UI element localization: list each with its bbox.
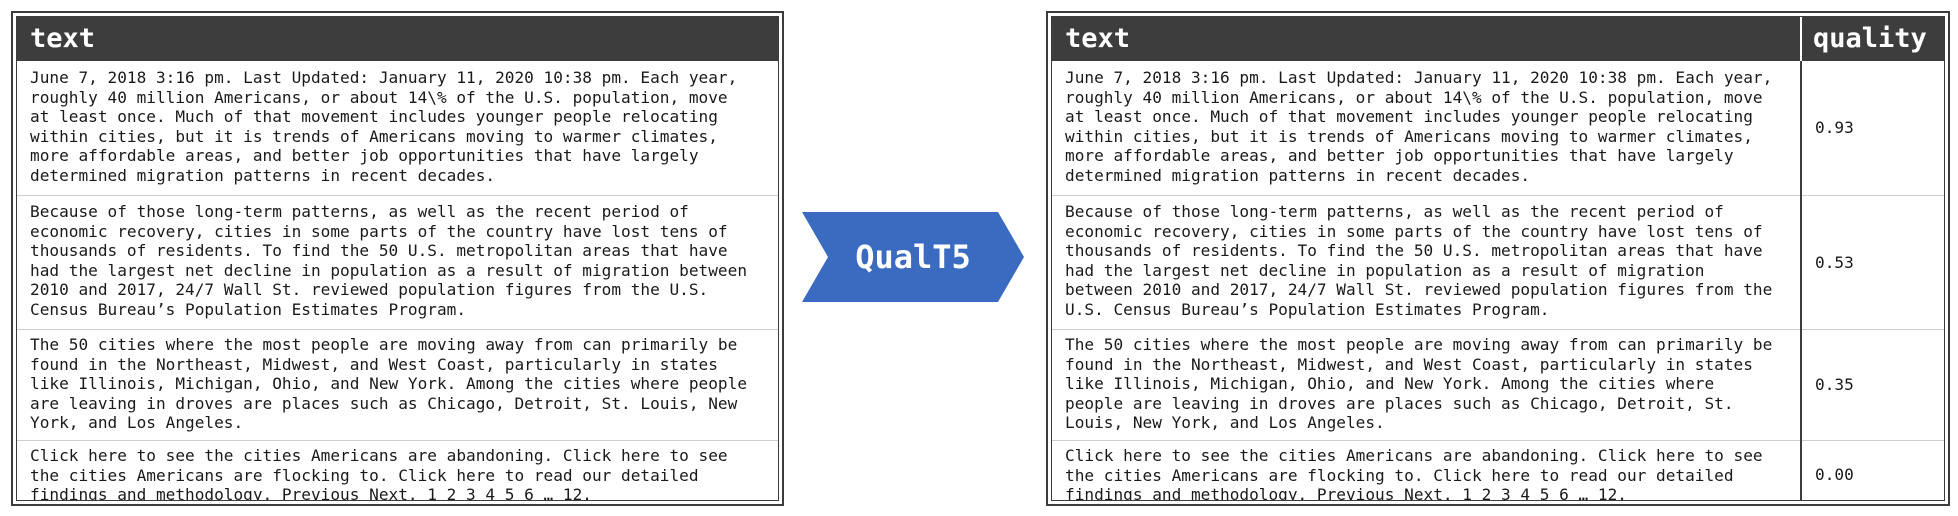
output-row: The 50 cities where the most people are … <box>1052 330 1944 440</box>
header-column-divider <box>1800 17 1802 61</box>
row-divider <box>1052 195 1800 196</box>
quality-score: 0.93 <box>1815 118 1854 137</box>
output-table-frame: text quality June 7, 2018 3:16 pm. Last … <box>1051 16 1945 501</box>
output-header-quality: quality <box>1813 23 1927 54</box>
quality-score: 0.00 <box>1815 465 1854 484</box>
model-label: QualT5 <box>855 238 971 276</box>
output-row: June 7, 2018 3:16 pm. Last Updated: Janu… <box>1052 61 1944 195</box>
row-divider <box>1802 329 1944 330</box>
row-divider <box>1052 440 1800 441</box>
quality-score: 0.35 <box>1815 375 1854 394</box>
output-table: text quality June 7, 2018 3:16 pm. Last … <box>1046 11 1950 506</box>
row-divider <box>17 329 778 330</box>
chevron-arrow-shape <box>802 212 1024 302</box>
input-table-frame: text June 7, 2018 3:16 pm. Last Updated:… <box>16 16 779 501</box>
row-divider <box>1802 195 1944 196</box>
input-row: The 50 cities where the most people are … <box>17 330 778 440</box>
input-row: June 7, 2018 3:16 pm. Last Updated: Janu… <box>17 61 778 195</box>
row-divider <box>17 195 778 196</box>
quality-score: 0.53 <box>1815 253 1854 272</box>
output-row-text: The 50 cities where the most people are … <box>1065 335 1773 433</box>
output-row: Because of those long-term patterns, as … <box>1052 196 1944 330</box>
input-table: text June 7, 2018 3:16 pm. Last Updated:… <box>11 11 784 506</box>
chevron-arrow-icon <box>802 212 1024 302</box>
input-row-text: June 7, 2018 3:16 pm. Last Updated: Janu… <box>30 68 738 185</box>
input-row: Because of those long-term patterns, as … <box>17 196 778 330</box>
row-divider <box>1052 329 1800 330</box>
input-row: Click here to see the cities Americans a… <box>17 441 778 501</box>
input-row-text: The 50 cities where the most people are … <box>30 335 748 433</box>
output-row-text: Click here to see the cities Americans a… <box>1065 446 1763 501</box>
input-row-text: Click here to see the cities Americans a… <box>30 446 728 501</box>
output-header: text <box>1052 17 1944 61</box>
output-row-text: Because of those long-term patterns, as … <box>1065 202 1773 319</box>
row-divider <box>17 440 778 441</box>
output-header-text: text <box>1065 23 1131 54</box>
column-divider <box>1800 61 1802 500</box>
input-header-text: text <box>17 17 778 61</box>
input-row-text: Because of those long-term patterns, as … <box>30 202 748 319</box>
row-divider <box>1802 440 1944 441</box>
output-row: Click here to see the cities Americans a… <box>1052 441 1944 501</box>
output-row-text: June 7, 2018 3:16 pm. Last Updated: Janu… <box>1065 68 1773 185</box>
